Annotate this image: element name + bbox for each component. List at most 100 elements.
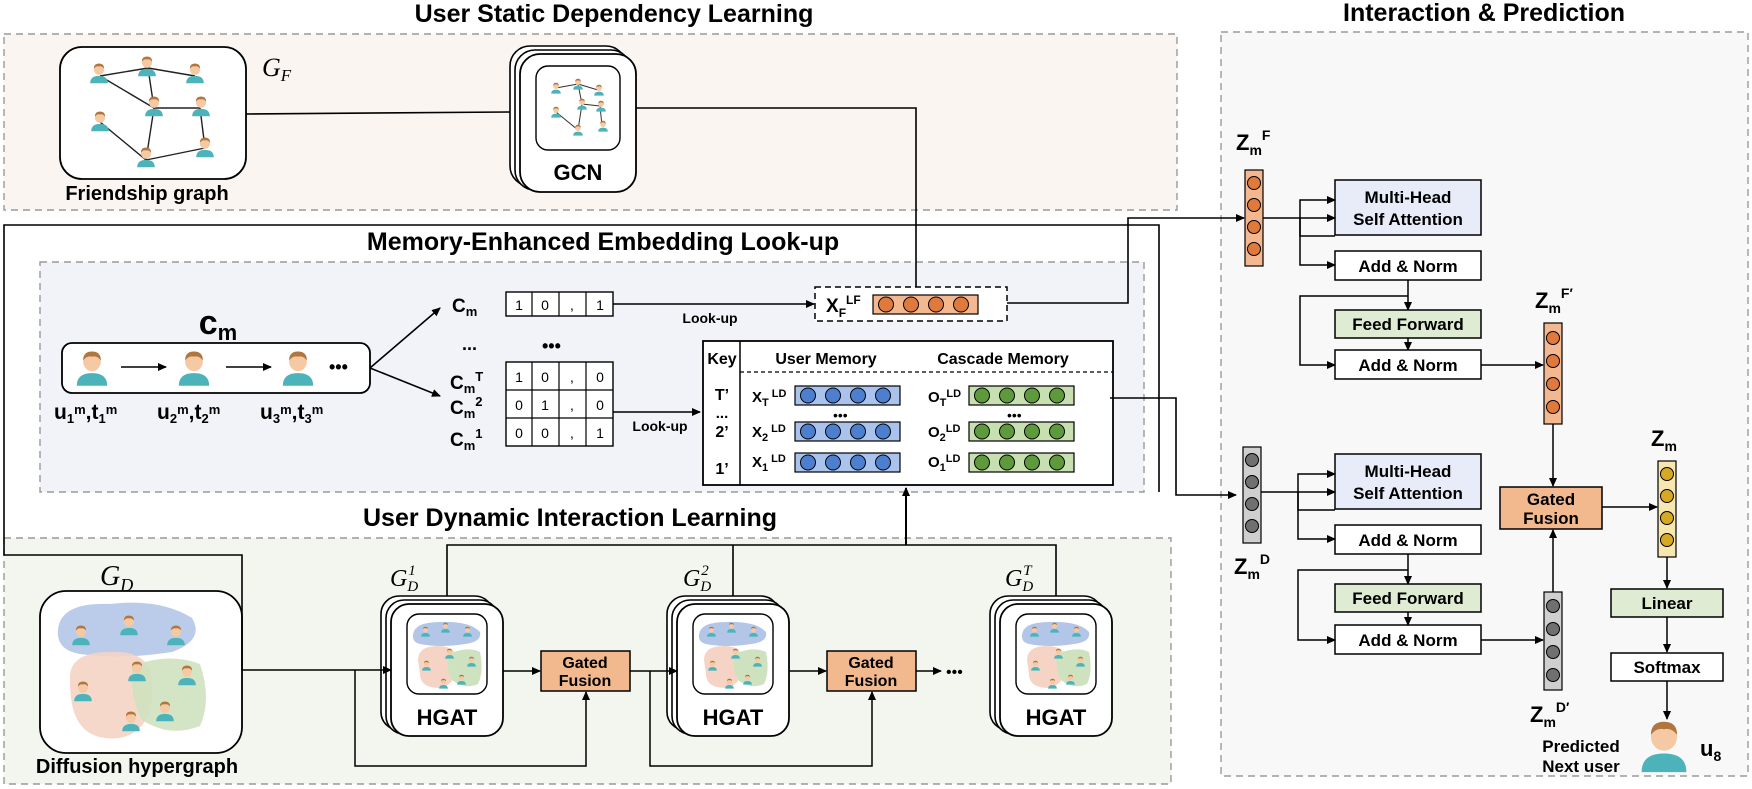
key-row: 2’ xyxy=(715,424,728,441)
final-gated-fusion-label: Gated xyxy=(1527,490,1575,509)
predicted-user-label: u8 xyxy=(1700,736,1721,764)
mhsa-label: Self Attention xyxy=(1353,484,1463,503)
dynamic-title: User Dynamic Interaction Learning xyxy=(363,504,777,532)
hypergraph-label: Diffusion hypergraph xyxy=(36,756,238,778)
seq-user-label: u1m,t1m xyxy=(54,401,117,426)
zmfp-label: ZmF′ xyxy=(1535,285,1573,316)
hypergraph-bypass-line xyxy=(354,670,590,767)
zmd-vector xyxy=(1242,446,1262,544)
mhsa-label: Multi-Head xyxy=(1365,188,1452,207)
x-row-label: X2LD xyxy=(752,423,786,444)
mhsa-label: Multi-Head xyxy=(1365,462,1452,481)
gcn-label: GCN xyxy=(554,160,603,185)
mhsa-box-bottom xyxy=(1334,453,1482,510)
cascade-memory-dots: ••• xyxy=(1007,407,1022,423)
gated-fusion-label: Gated xyxy=(562,655,607,672)
zmf-nodes xyxy=(1247,176,1261,256)
top-block-connectors xyxy=(1263,196,1544,369)
feed-forward-box xyxy=(1334,583,1482,613)
cascade-memory-header: Cascade Memory xyxy=(937,351,1069,368)
zmd-label: ZmD xyxy=(1234,551,1270,582)
o-row-label: O2LD xyxy=(928,423,961,444)
interaction-title: Interaction & Prediction xyxy=(1343,0,1625,27)
graph-to-gcn-line xyxy=(245,111,511,115)
gd-step-label: GD2 xyxy=(683,563,711,595)
gd-step-label: GDT xyxy=(1005,563,1033,595)
linear-label: Linear xyxy=(1641,594,1692,613)
gated-fusion-label: Fusion xyxy=(559,673,611,690)
matrix-cell: 1 xyxy=(596,425,604,441)
user-memory-dots: ••• xyxy=(833,407,848,423)
lookup-label-top: Look-up xyxy=(682,310,737,326)
friendship-graph-label: Friendship graph xyxy=(65,183,228,205)
gd-step-label: GD1 xyxy=(390,563,418,595)
interaction-section xyxy=(1220,31,1749,777)
zmdp-label: ZmD′ xyxy=(1530,699,1570,730)
key-dots: ... xyxy=(716,405,729,422)
hgat-to-memory-bus xyxy=(446,544,1057,596)
user-memory-header: User Memory xyxy=(775,351,876,368)
onehot-cell: 1 xyxy=(596,297,604,313)
xf-vector-nodes xyxy=(878,296,969,313)
static-title: User Static Dependency Learning xyxy=(415,0,814,28)
onehot-cell: 1 xyxy=(515,297,523,313)
add-norm-box xyxy=(1334,624,1482,655)
feed-forward-label: Feed Forward xyxy=(1352,315,1463,334)
matrix-cell: 0 xyxy=(541,425,549,441)
matrix-cell: 0 xyxy=(515,425,523,441)
xf-vector-bar xyxy=(872,294,979,315)
matrix-cell: , xyxy=(570,397,574,413)
matrix-cell: 0 xyxy=(596,397,604,413)
xf-label: XFLF xyxy=(826,293,861,320)
mhsa-box-top xyxy=(1334,179,1482,236)
x-row-label: XTLD xyxy=(752,388,786,409)
mhsa-label: Self Attention xyxy=(1353,210,1463,229)
gated-fusion-label: Gated xyxy=(848,655,893,672)
hgat-label: HGAT xyxy=(417,705,478,730)
seq-ellipsis: ••• xyxy=(329,357,348,377)
matrix-cell: 1 xyxy=(515,369,523,385)
gated-fusion-label: Fusion xyxy=(845,673,897,690)
hgat-label: HGAT xyxy=(703,705,764,730)
cm-label-row: CmT xyxy=(450,369,483,396)
zm-nodes xyxy=(1660,467,1674,547)
feed-forward-label: Feed Forward xyxy=(1352,589,1463,608)
cascade-label: cm xyxy=(199,304,237,345)
matrix-cell: 0 xyxy=(596,369,604,385)
user-memory-vectors xyxy=(794,385,901,473)
gd-label: GD xyxy=(100,561,133,595)
matrix-cell: , xyxy=(570,369,574,385)
cm-label-row: Cm1 xyxy=(450,426,483,453)
add-norm-label: Add & Norm xyxy=(1358,356,1457,375)
zmd-nodes xyxy=(1245,453,1259,533)
memory-to-zmd-line xyxy=(1110,397,1237,499)
predicted-label: Predicted xyxy=(1542,737,1619,756)
hgat-label: HGAT xyxy=(1026,705,1087,730)
matrix-cell: 1 xyxy=(541,397,549,413)
add-norm-label: Add & Norm xyxy=(1358,257,1457,276)
add-norm-label: Add & Norm xyxy=(1358,531,1457,550)
gcn-to-xf-line xyxy=(636,107,917,287)
branch-arrow-bottom xyxy=(369,367,441,397)
predicted-label: Next user xyxy=(1542,757,1620,776)
hgat-block xyxy=(666,595,790,737)
xf-to-zmf-line xyxy=(1007,214,1245,304)
cascade-sequence-box xyxy=(61,342,371,394)
onehot-cell: 0 xyxy=(541,297,549,313)
branch-arrow-top xyxy=(369,307,441,369)
key-row: 1’ xyxy=(715,461,728,478)
cm-dots: ... xyxy=(462,334,477,354)
gated-fusion-box xyxy=(540,650,631,692)
zm-label: Zm xyxy=(1651,426,1677,454)
onehot-matrix: 1 0 , 0 0 1 , 0 0 0 , 1 xyxy=(505,361,614,447)
seq-user-label: u3m,t3m xyxy=(260,401,323,426)
matrix-cell: 0 xyxy=(541,369,549,385)
friendship-graph-edges xyxy=(99,67,206,161)
hgat-block xyxy=(989,595,1113,737)
cm-label-top: Cm xyxy=(452,296,477,319)
zmfp-nodes xyxy=(1546,331,1560,414)
gf-label: GF xyxy=(262,53,292,85)
onehot-dots: ••• xyxy=(542,336,561,356)
onehot-top-vector: 1 0 , 1 xyxy=(505,291,614,317)
